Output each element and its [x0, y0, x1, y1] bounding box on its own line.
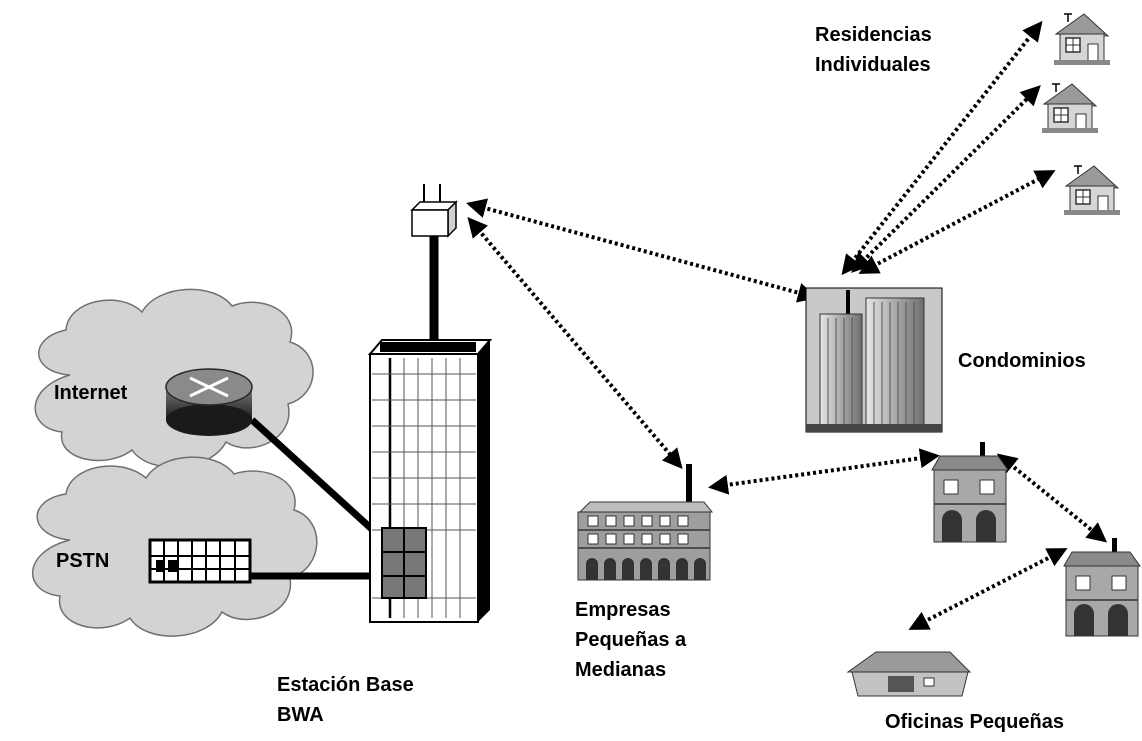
pstn-label: PSTN: [56, 550, 110, 572]
internet-label: Internet: [54, 382, 128, 404]
server-rack-icon: [367, 339, 493, 623]
small-business-label: Empresas Pequeñas a Medianas: [575, 599, 687, 681]
small-office-icon: [846, 651, 972, 697]
townhouse-icon: [1063, 538, 1141, 637]
condos-label: Condominios: [958, 350, 1086, 372]
house-icon: [1064, 165, 1120, 215]
router-icon: [165, 368, 253, 436]
small-offices-label: Oficinas Pequeñas: [885, 711, 1064, 733]
townhouse-icon: [931, 442, 1009, 543]
factory-building-icon: [577, 464, 714, 581]
office-tower-icon: [805, 287, 943, 433]
wireless-links: [466, 20, 1108, 630]
house-icon: [1042, 83, 1098, 133]
antenna-icon: [410, 184, 458, 238]
house-icon: [1054, 13, 1110, 65]
residences-label: Residencias Individuales: [815, 24, 932, 76]
wired-links: [249, 232, 439, 580]
base-station-label: Estación Base BWA: [277, 674, 414, 726]
telephone-switch-icon: [148, 538, 252, 584]
